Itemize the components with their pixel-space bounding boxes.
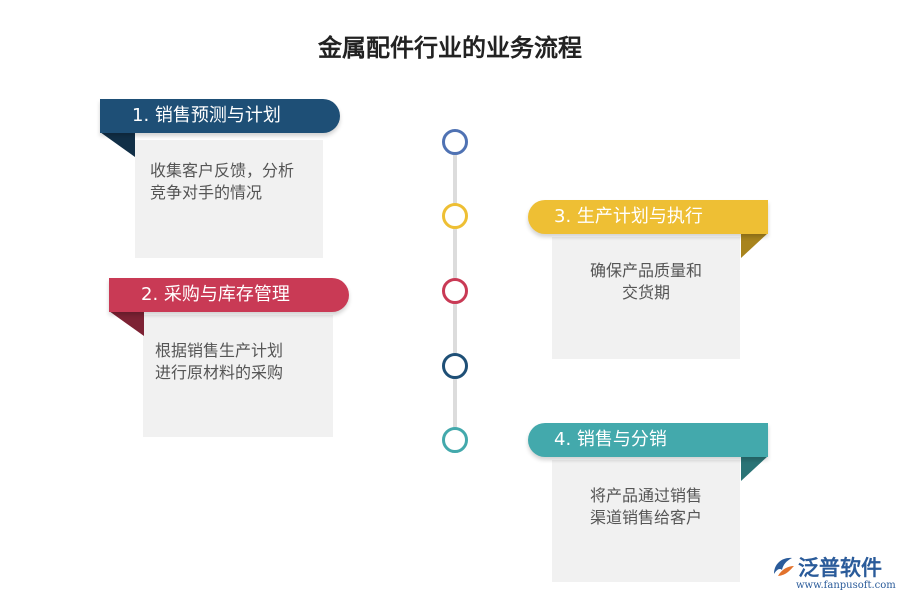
brand-url: www.fanpusoft.com (796, 580, 896, 591)
step-3-description: 确保产品质量和 交货期 (552, 260, 740, 304)
brand-name: 泛普软件 (798, 556, 882, 580)
step-3-card (552, 237, 740, 359)
step-1-description: 收集客户反馈，分析 竞争对手的情况 (150, 160, 294, 204)
step-3-banner-fold (741, 233, 768, 258)
step-2-label: 2. 采购与库存管理 (141, 284, 290, 305)
step-3-label: 3. 生产计划与执行 (554, 206, 703, 227)
fanpu-logo-icon (774, 557, 794, 576)
step-2-banner: 2. 采购与库存管理 (109, 278, 349, 312)
step-4-banner-fold (741, 456, 768, 481)
step-4-card (552, 460, 740, 582)
step-3-description-line-1: 确保产品质量和 (589, 261, 702, 280)
step-4-description-line-2: 渠道销售给客户 (589, 508, 702, 527)
timeline-node-5 (442, 427, 468, 453)
step-1-description-line-2: 竞争对手的情况 (150, 183, 263, 202)
step-1-label: 1. 销售预测与计划 (132, 105, 281, 126)
step-4-banner: 4. 销售与分销 (528, 423, 768, 457)
step-1-description-line-1: 收集客户反馈，分析 (150, 161, 295, 180)
timeline-node-3 (442, 278, 468, 304)
step-2-description-line-2: 进行原材料的采购 (155, 363, 284, 382)
step-3-description-line-2: 交货期 (621, 283, 670, 302)
step-2-card (143, 315, 333, 437)
timeline-node-2 (442, 203, 468, 229)
step-4-label: 4. 销售与分销 (554, 429, 667, 450)
step-1-banner-fold (100, 132, 135, 157)
step-2-description: 根据销售生产计划 进行原材料的采购 (155, 340, 283, 384)
timeline-node-4 (442, 353, 468, 379)
step-1-banner: 1. 销售预测与计划 (100, 99, 340, 133)
step-2-banner-fold (109, 311, 144, 336)
step-2-description-line-1: 根据销售生产计划 (155, 341, 284, 360)
step-1-card (135, 140, 323, 258)
step-4-description-line-1: 将产品通过销售 (589, 486, 702, 505)
brand-logo: 泛普软件 www.fanpusoft.com (770, 552, 896, 597)
page-title: 金属配件行业的业务流程 (318, 33, 582, 62)
step-3-banner: 3. 生产计划与执行 (528, 200, 768, 234)
timeline-node-1 (442, 129, 468, 155)
step-4-description: 将产品通过销售 渠道销售给客户 (552, 485, 740, 529)
